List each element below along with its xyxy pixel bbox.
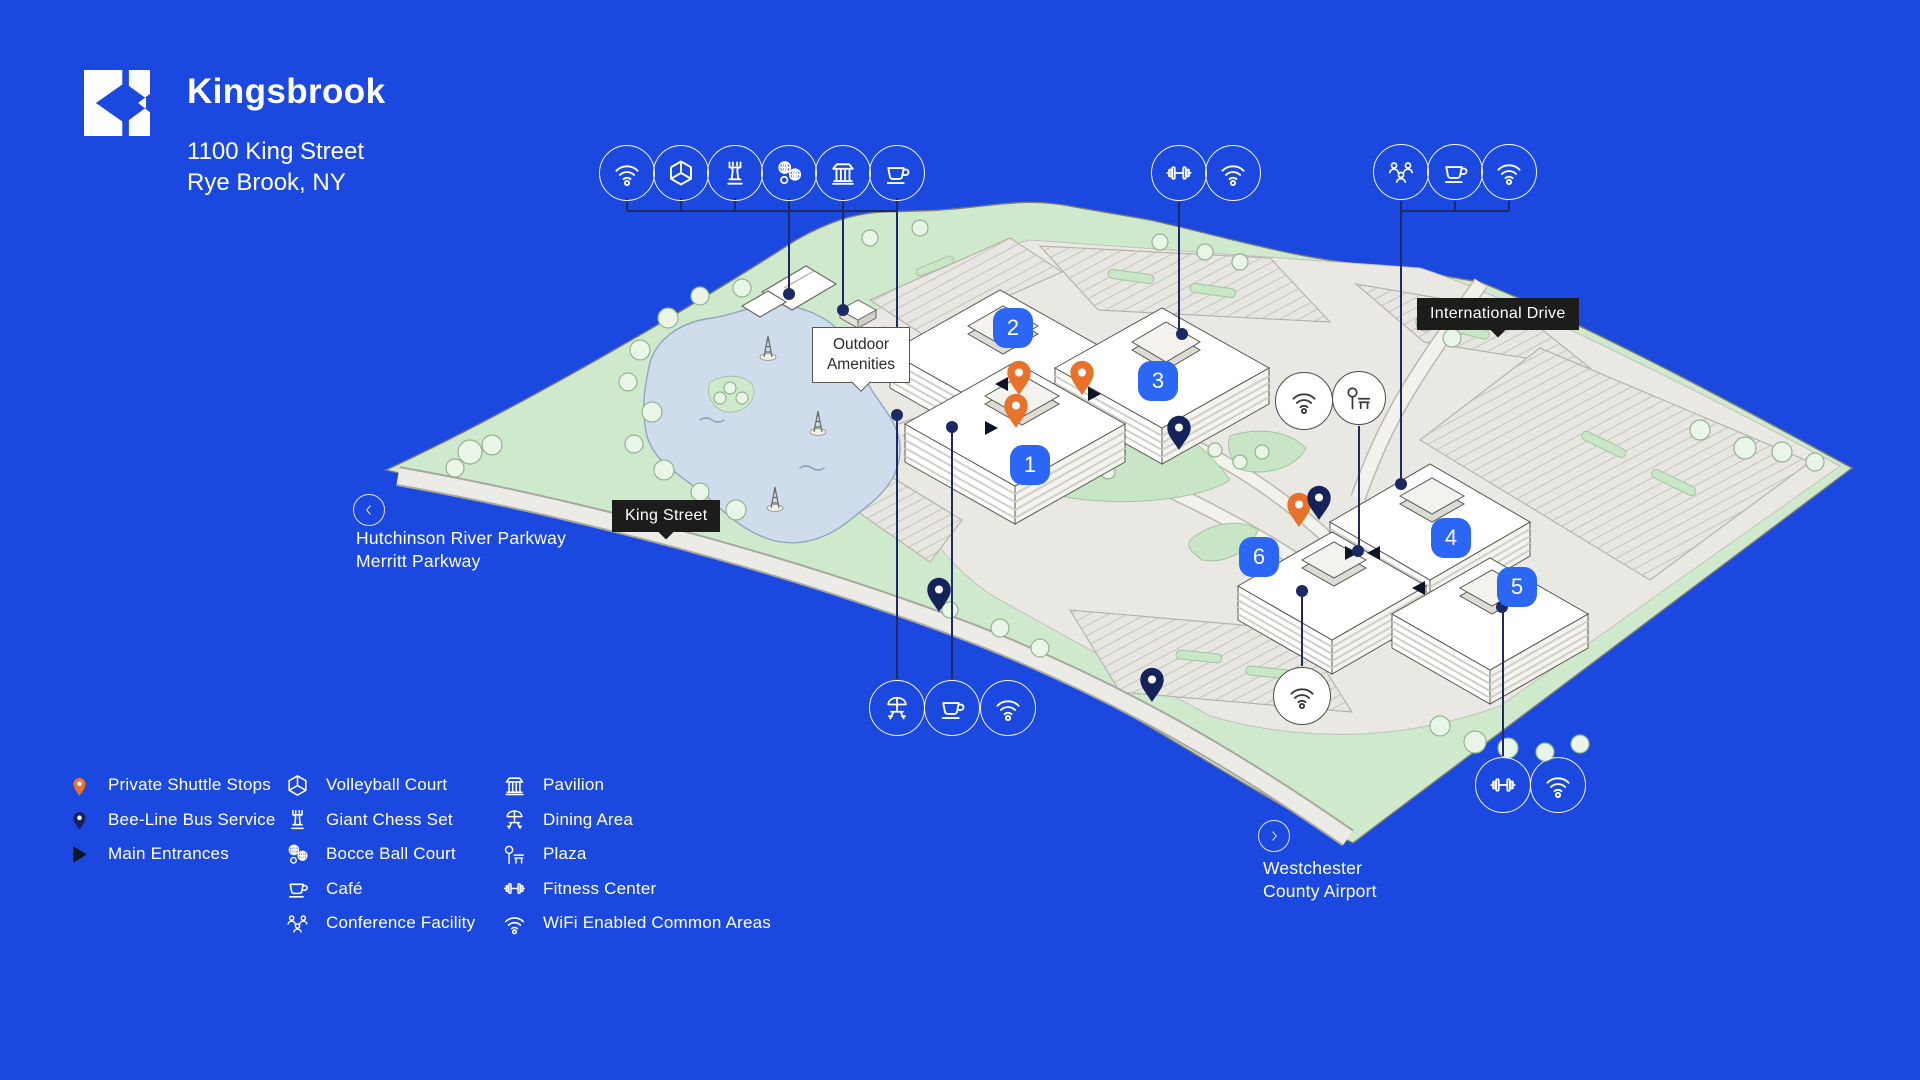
- wifi-icon: [500, 909, 528, 937]
- legend-label: Private Shuttle Stops: [108, 775, 271, 795]
- legend-item-volleyball: Volleyball Court: [283, 768, 475, 803]
- parkway-direction-button[interactable]: [353, 494, 385, 526]
- brand-address: 1100 King Street Rye Brook, NY: [187, 136, 364, 198]
- volleyball-icon: [283, 771, 311, 799]
- legend-column-3: Pavilion Dining Area Plaza Fitness Cente…: [500, 768, 771, 941]
- conference-icon[interactable]: [1373, 144, 1429, 200]
- airport-line-1: Westchester: [1263, 858, 1363, 878]
- bus-stop-pins: [927, 415, 1331, 702]
- legend-label: Café: [326, 878, 363, 898]
- dining-icon: [500, 806, 528, 834]
- giant-chess-icon[interactable]: [707, 145, 763, 201]
- cafe-icon[interactable]: [1427, 144, 1483, 200]
- wifi-icon[interactable]: [1275, 372, 1333, 430]
- legend-item-pavilion: Pavilion: [500, 768, 771, 803]
- legend-item-chess: Giant Chess Set: [283, 803, 475, 838]
- chevron-right-icon: [1272, 831, 1277, 841]
- outdoor-amenities-label: Outdoor Amenities: [812, 327, 910, 392]
- legend-item-fitness: Fitness Center: [500, 872, 771, 907]
- plaza-icon[interactable]: [1332, 371, 1386, 425]
- legend-item-dining: Dining Area: [500, 803, 771, 838]
- connector-lines: [626, 198, 1510, 756]
- airport-line-2: County Airport: [1263, 881, 1377, 901]
- wifi-icon[interactable]: [980, 680, 1036, 736]
- chevron-left-icon: [366, 505, 371, 515]
- fitness-icon[interactable]: [1151, 145, 1207, 201]
- trees: [445, 219, 1825, 762]
- building-3-badge[interactable]: 3: [1138, 361, 1178, 401]
- legend-column-1: Private Shuttle Stops Bee-Line Bus Servi…: [65, 768, 275, 872]
- conference-icon: [283, 909, 311, 937]
- legend-label: Dining Area: [543, 809, 634, 829]
- legend-label: Giant Chess Set: [326, 809, 453, 829]
- fitness-icon[interactable]: [1475, 757, 1531, 813]
- pavilion-icon[interactable]: [815, 145, 871, 201]
- cafe-icon[interactable]: [869, 145, 925, 201]
- wifi-icon[interactable]: [1205, 145, 1261, 201]
- pylons: [759, 335, 827, 512]
- airport-direction-button[interactable]: [1258, 820, 1290, 852]
- legend-label: Main Entrances: [108, 844, 229, 864]
- cafe-icon[interactable]: [924, 680, 980, 736]
- legend-item-bus: Bee-Line Bus Service: [65, 803, 275, 838]
- legend-label: WiFi Enabled Common Areas: [543, 913, 771, 933]
- legend-label: Fitness Center: [543, 878, 657, 898]
- hutchinson-line: Hutchinson River Parkway: [356, 528, 567, 548]
- legend-label: Bee-Line Bus Service: [108, 809, 276, 829]
- building-6-badge[interactable]: 6: [1239, 537, 1279, 577]
- legend-item-entrances: Main Entrances: [65, 837, 275, 872]
- outdoor-amenities-text: Outdoor Amenities: [826, 336, 896, 373]
- dining-area-icon[interactable]: [869, 680, 925, 736]
- legend-label: Conference Facility: [326, 913, 476, 933]
- legend-item-shuttle: Private Shuttle Stops: [65, 768, 275, 803]
- king-street-text: King Street: [625, 507, 708, 524]
- wifi-icon[interactable]: [599, 145, 655, 201]
- parkway-text: Hutchinson River Parkway Merritt Parkway: [356, 527, 566, 573]
- cafe-icon: [283, 875, 311, 903]
- bus-pin-icon: [65, 806, 93, 834]
- legend-item-cafe: Café: [283, 872, 475, 907]
- wifi-icon[interactable]: [1273, 667, 1331, 725]
- kingsbrook-logo-icon: [83, 70, 151, 141]
- legend-column-2: Volleyball Court Giant Chess Set Bocce B…: [283, 768, 475, 941]
- pavilion-icon: [500, 771, 528, 799]
- merritt-line: Merritt Parkway: [356, 551, 481, 571]
- buildings: [888, 289, 1590, 705]
- legend-label: Pavilion: [543, 775, 605, 795]
- wifi-icon[interactable]: [1481, 144, 1537, 200]
- shuttle-stop-pins: [927, 360, 1331, 702]
- fitness-icon: [500, 875, 528, 903]
- address-line-2: Rye Brook, NY: [187, 169, 346, 196]
- international-drive-text: International Drive: [1430, 305, 1566, 322]
- shuttle-pin-icon: [65, 771, 93, 799]
- building-1-badge[interactable]: 1: [1010, 445, 1050, 485]
- bocce-icon: [283, 840, 311, 868]
- legend-item-bocce: Bocce Ball Court: [283, 837, 475, 872]
- wifi-icon[interactable]: [1530, 757, 1586, 813]
- international-drive-label: International Drive: [1417, 298, 1579, 338]
- airport-text: Westchester County Airport: [1263, 857, 1377, 903]
- legend-item-wifi: WiFi Enabled Common Areas: [500, 906, 771, 941]
- bocce-ball-icon[interactable]: [761, 145, 817, 201]
- legend-label: Volleyball Court: [326, 775, 448, 795]
- building-5-badge[interactable]: 5: [1497, 567, 1537, 607]
- volleyball-court-icon[interactable]: [653, 145, 709, 201]
- main-entrance-markers: [985, 377, 1425, 595]
- brand-name: Kingsbrook: [187, 72, 386, 111]
- chess-icon: [283, 806, 311, 834]
- building-2-badge[interactable]: 2: [993, 308, 1033, 348]
- address-line-1: 1100 King Street: [187, 138, 365, 165]
- legend-item-conference: Conference Facility: [283, 906, 475, 941]
- plaza-icon: [500, 840, 528, 868]
- king-street-label: King Street: [612, 500, 721, 540]
- legend-label: Plaza: [543, 844, 587, 864]
- building-4-badge[interactable]: 4: [1431, 518, 1471, 558]
- legend-label: Bocce Ball Court: [326, 844, 456, 864]
- legend-item-plaza: Plaza: [500, 837, 771, 872]
- entrance-arrow-icon: [65, 840, 93, 868]
